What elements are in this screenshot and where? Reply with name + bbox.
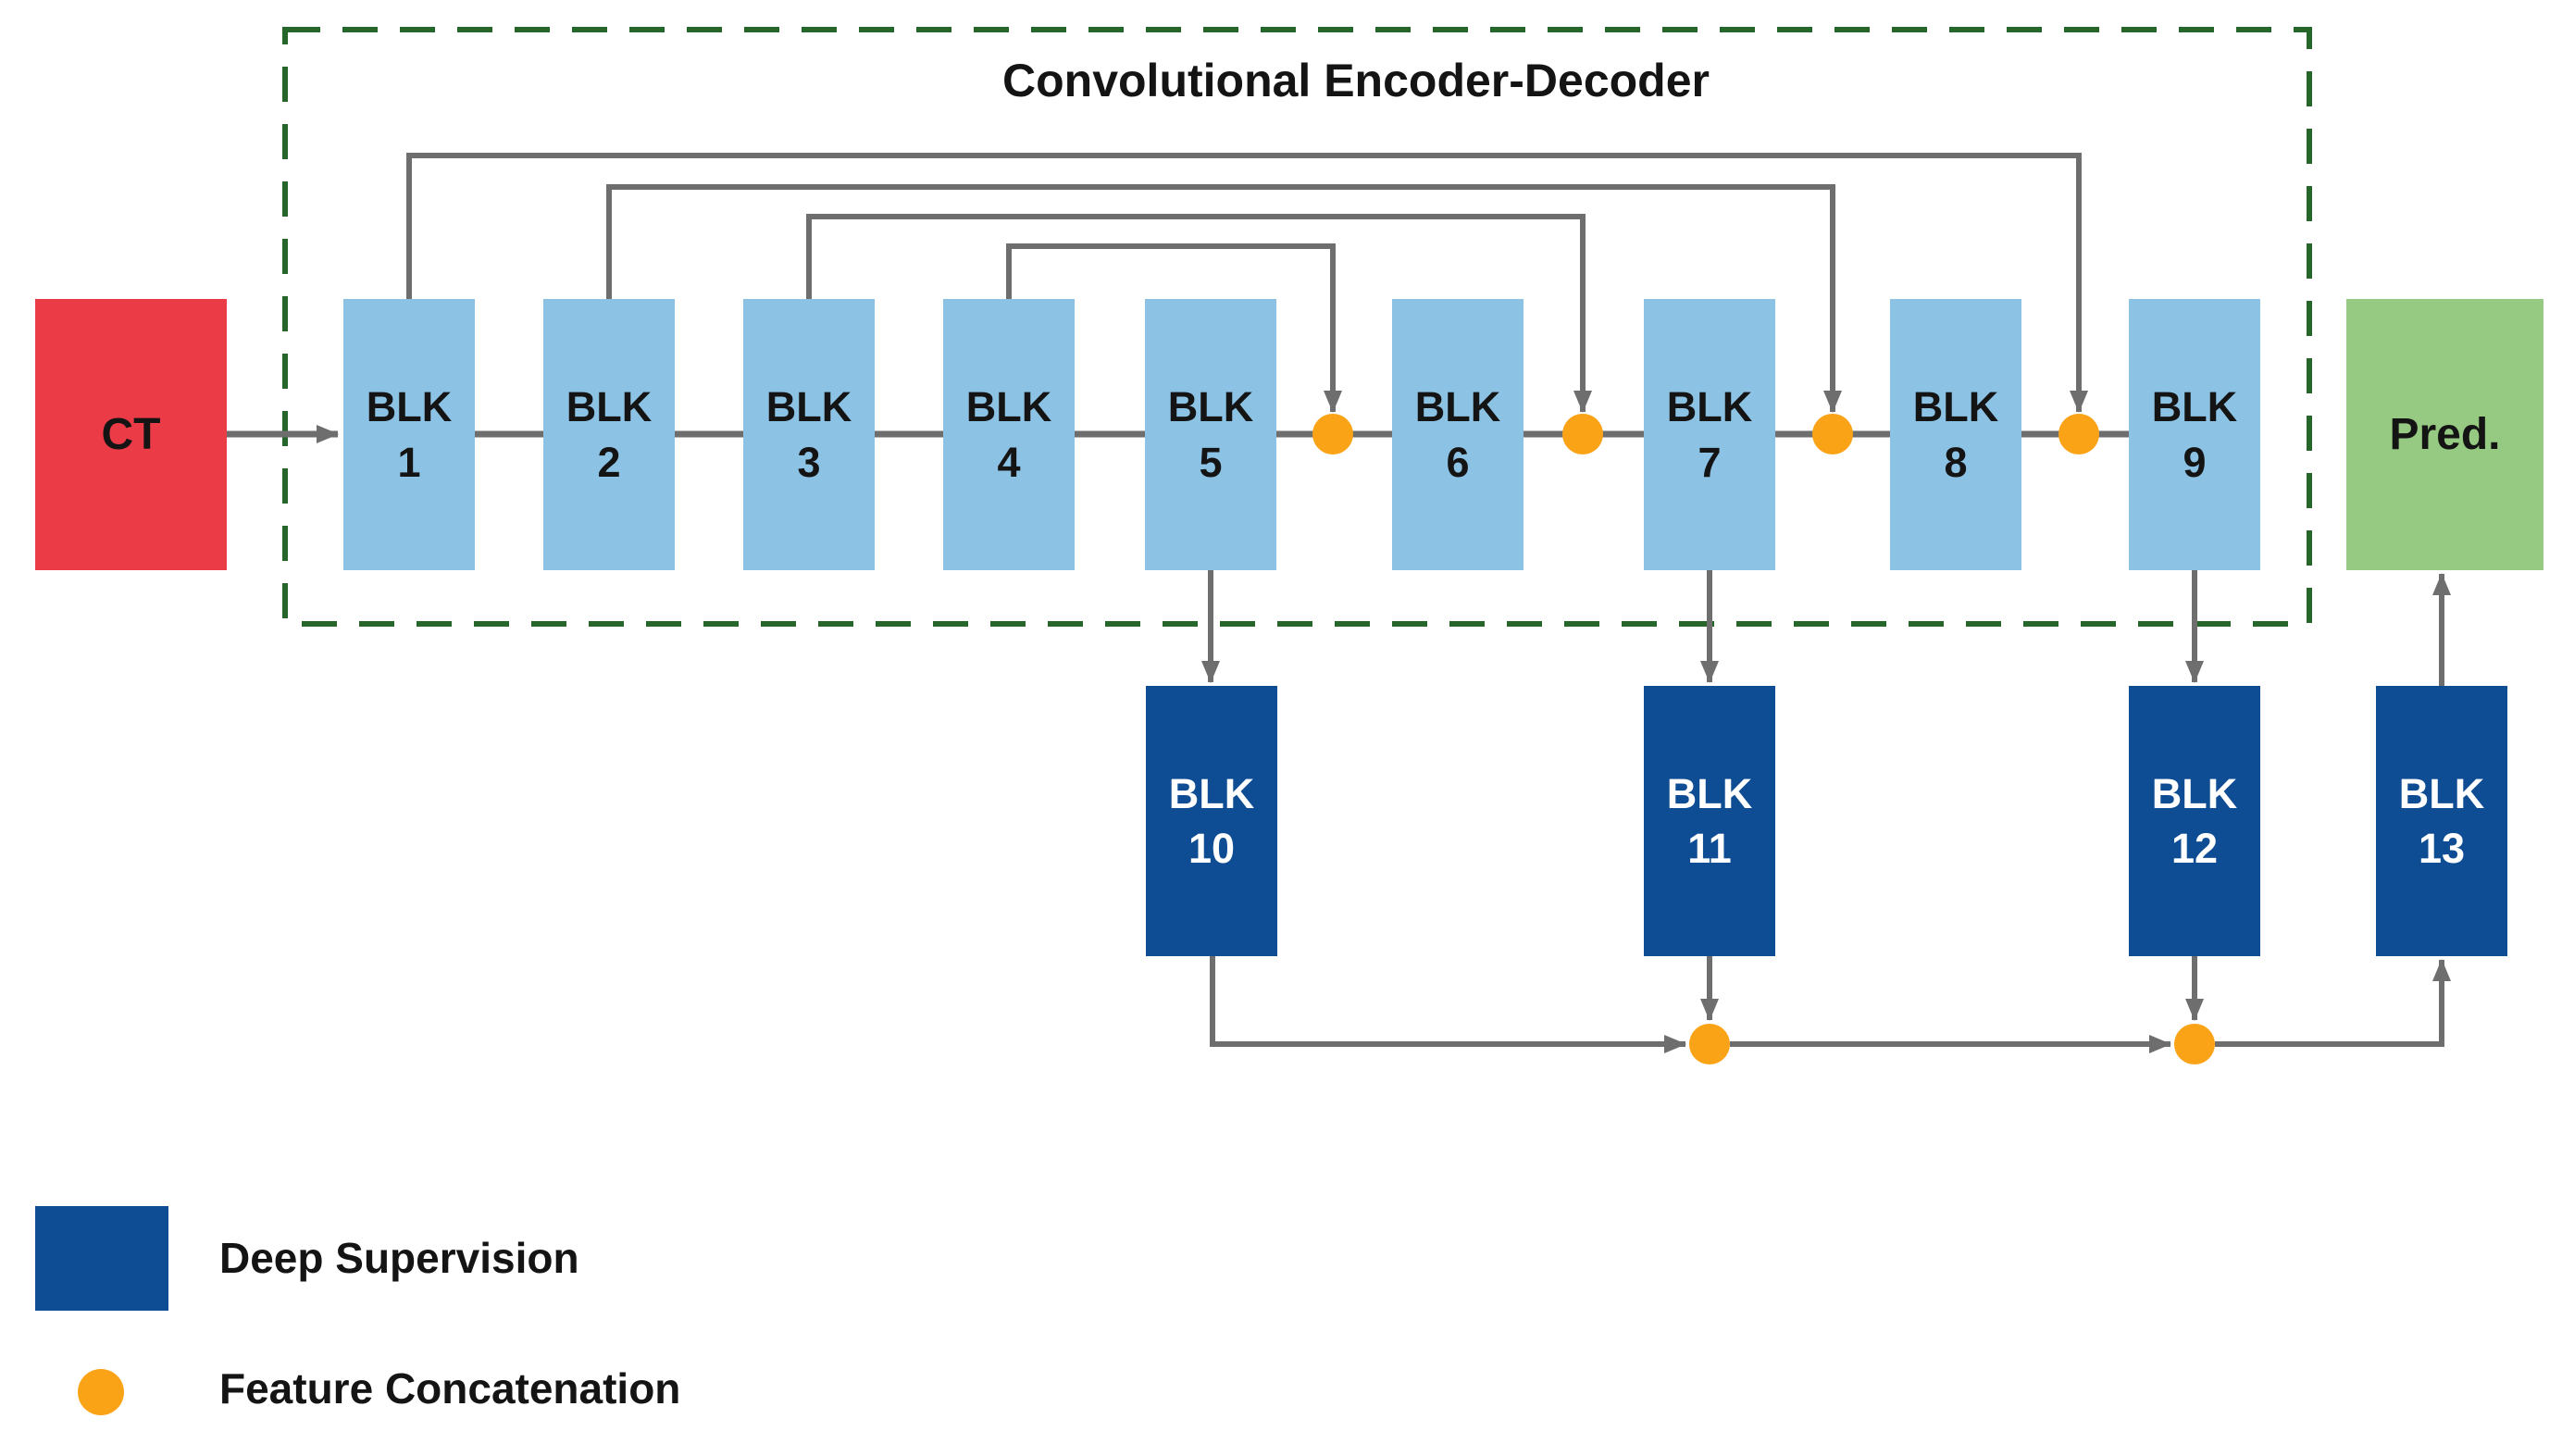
output-node-pred: Pred. <box>2346 299 2543 570</box>
block-word: BLK <box>1912 383 1999 431</box>
skip-connection-blk4-to-blk6 <box>1006 243 1342 413</box>
diagram-title: Convolutional Encoder-Decoder <box>1002 55 1710 106</box>
block-word: BLK <box>1666 769 1753 817</box>
block-blk-5: BLK 5 <box>1145 299 1276 570</box>
block-word: BLK <box>765 383 852 431</box>
skip-connection-blk1-to-blk9 <box>406 153 2088 413</box>
block-word: BLK <box>2151 383 2238 431</box>
block-word: BLK <box>2398 769 2485 817</box>
feature-concat-dot-4 <box>2058 414 2099 454</box>
block-blk-9: BLK 9 <box>2129 299 2260 570</box>
block-number: 7 <box>1698 438 1722 486</box>
block-word: BLK <box>1167 383 1254 431</box>
block-word: BLK <box>1168 769 1255 817</box>
feature-concat-dot-2 <box>1562 414 1603 454</box>
block-word: BLK <box>1666 383 1753 431</box>
block-word: BLK <box>2151 769 2238 817</box>
block-number: 8 <box>1944 438 1968 486</box>
feature-concat-dot-5 <box>1689 1024 1730 1064</box>
block-blk-1: BLK 1 <box>343 299 475 570</box>
block-word: BLK <box>366 383 453 431</box>
block-number: 3 <box>797 438 821 486</box>
skip-connection-blk2-to-blk8 <box>606 184 1842 413</box>
input-node-label: CT <box>101 409 161 459</box>
legend-feature-concatenation-dot <box>78 1369 124 1415</box>
legend-deep-supervision-label: Deep Supervision <box>219 1234 579 1282</box>
input-node-ct: CT <box>35 299 227 570</box>
block-blk-3: BLK 3 <box>743 299 875 570</box>
block-blk-10: BLK 10 <box>1146 686 1277 956</box>
feature-concat-dot-6 <box>2174 1024 2215 1064</box>
block-number: 11 <box>1687 825 1732 872</box>
block-blk-13: BLK 13 <box>2376 686 2507 956</box>
block-word: BLK <box>566 383 653 431</box>
skip-connection-blk3-to-blk7 <box>806 214 1592 413</box>
block-number: 2 <box>597 438 621 486</box>
output-node-label: Pred. <box>2389 409 2501 459</box>
block-number: 10 <box>1188 825 1236 872</box>
block-blk-12: BLK 12 <box>2129 686 2260 956</box>
block-number: 1 <box>397 438 421 486</box>
block-number: 6 <box>1446 438 1470 486</box>
block-blk-2: BLK 2 <box>543 299 675 570</box>
block-blk-7: BLK 7 <box>1644 299 1775 570</box>
feature-concat-dot-1 <box>1312 414 1353 454</box>
block-number: 9 <box>2183 438 2207 486</box>
block-word: BLK <box>1414 383 1501 431</box>
legend-deep-supervision-swatch <box>35 1206 168 1311</box>
block-blk-11: BLK 11 <box>1644 686 1775 956</box>
block-number: 13 <box>2418 825 2466 872</box>
block-number: 4 <box>997 438 1021 486</box>
agg-blk10-to-concat1 <box>1210 956 1686 1053</box>
legend-feature-concatenation-label: Feature Concatenation <box>219 1364 681 1412</box>
block-word: BLK <box>965 383 1052 431</box>
block-blk-6: BLK 6 <box>1392 299 1524 570</box>
agg-concat2-to-blk13 <box>2215 959 2451 1047</box>
block-blk-4: BLK 4 <box>943 299 1075 570</box>
block-number: 5 <box>1199 438 1223 486</box>
encoder-decoder-boundary <box>282 27 2312 627</box>
block-blk-8: BLK 8 <box>1890 299 2021 570</box>
block-number: 12 <box>2170 825 2219 872</box>
feature-concat-dot-3 <box>1812 414 1853 454</box>
